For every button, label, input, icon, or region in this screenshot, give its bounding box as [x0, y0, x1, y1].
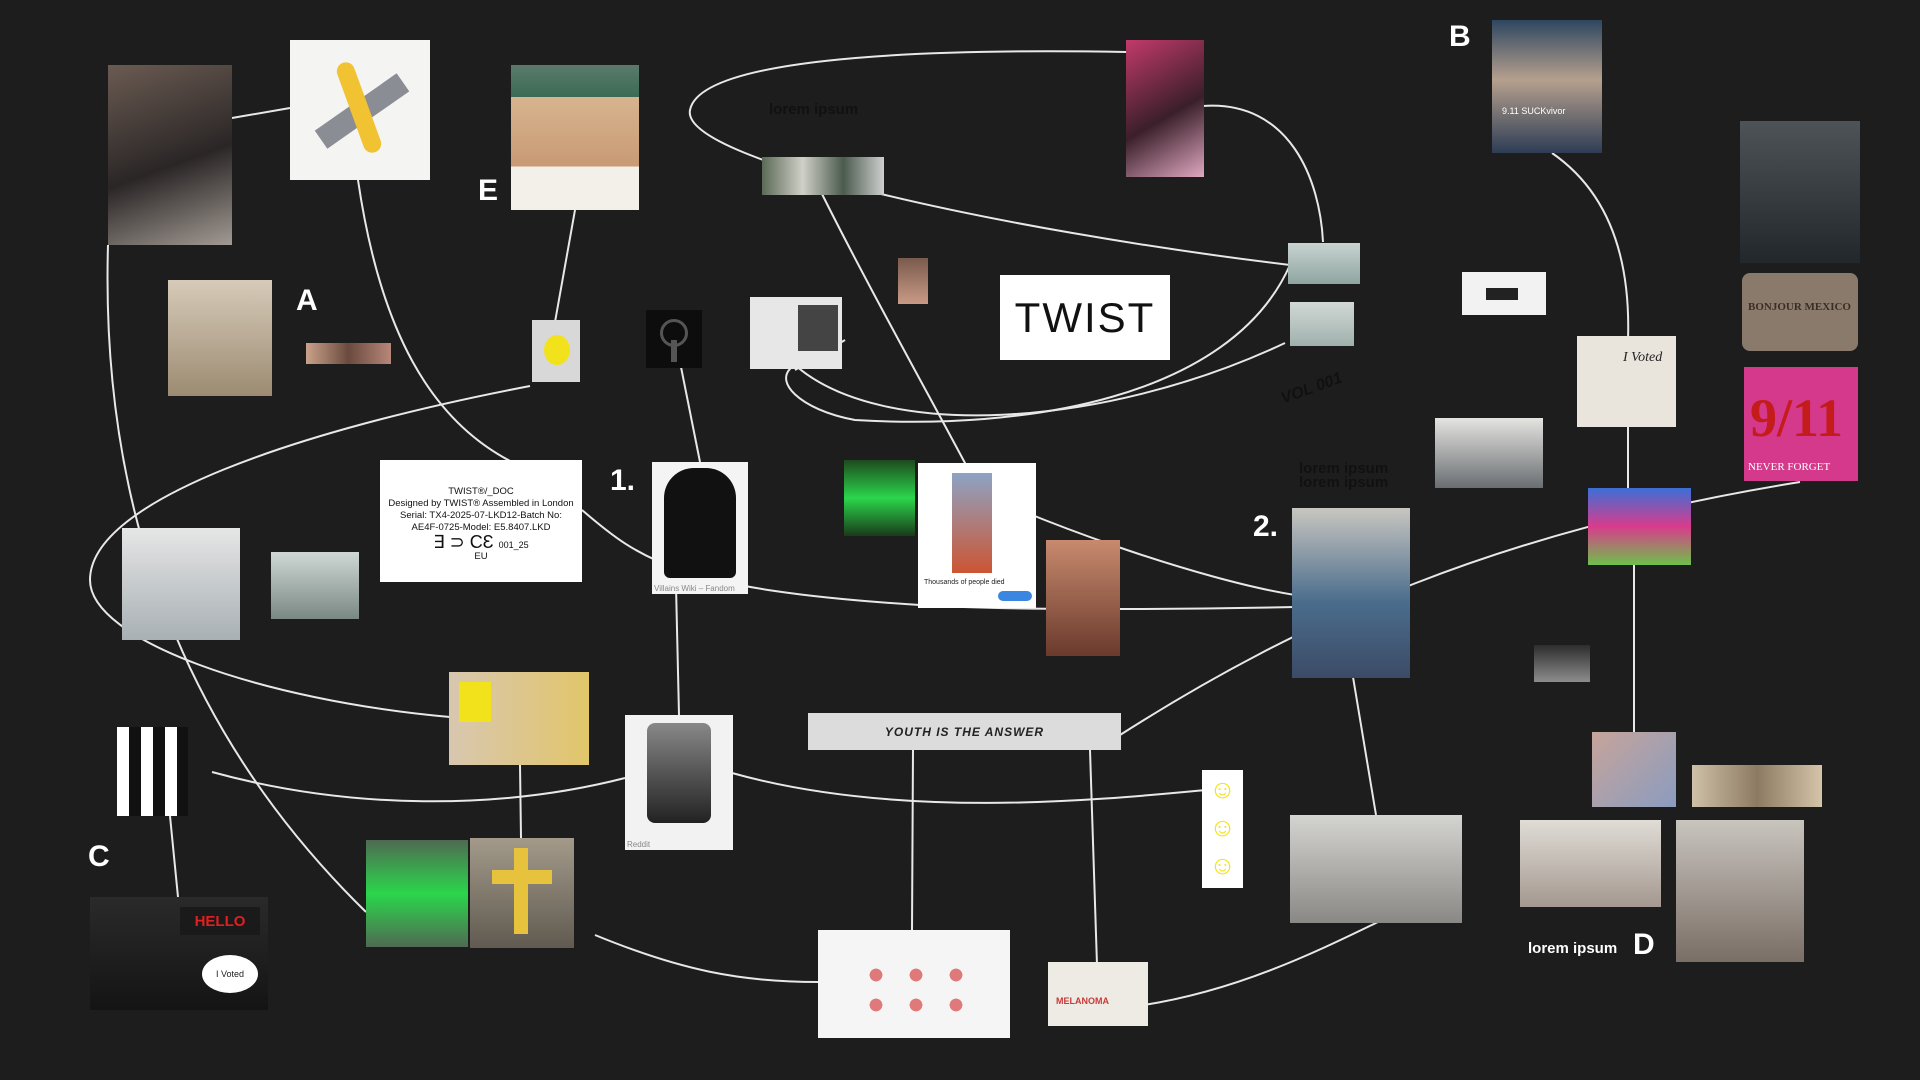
connector-line	[731, 772, 1207, 804]
connector-line	[594, 934, 819, 983]
twist-doc-label[interactable]: TWIST®/_DOC Designed by TWIST® Assembled…	[380, 460, 582, 582]
info-icon-tile[interactable]	[646, 310, 702, 368]
pixel-question-tile[interactable]	[117, 727, 188, 816]
street-strip-image[interactable]	[762, 157, 884, 195]
connector-line	[357, 179, 513, 463]
villains-caption: Villains Wiki – Fandom	[654, 584, 735, 593]
survivor-portrait-image[interactable]: 9.11 SUCKvivor	[1492, 20, 1602, 153]
connector-line	[675, 585, 680, 716]
youth-is-the-answer-banner[interactable]: YOUTH IS THE ANSWER	[808, 713, 1121, 750]
room-image-bottom[interactable]	[1290, 302, 1354, 346]
pink-meat-display-image[interactable]	[818, 930, 1010, 1038]
label-b: B	[1449, 20, 1471, 53]
device-thumbnail[interactable]	[1462, 272, 1546, 315]
lorem-ipsum-top: lorem ipsum	[769, 101, 859, 118]
station-person-image[interactable]	[1292, 508, 1410, 678]
survivor-caption: 9.11 SUCKvivor	[1502, 106, 1566, 116]
connector-line	[1202, 104, 1324, 243]
connector-line	[211, 771, 626, 803]
figure-chairs-image[interactable]	[168, 280, 272, 396]
lorem-ipsum-bottom: lorem ipsum	[1528, 940, 1618, 957]
ring-hand-image[interactable]	[1046, 540, 1120, 656]
floor-cross-image[interactable]	[470, 838, 574, 948]
melanoma-tee-image[interactable]: MELANOMA	[1048, 962, 1148, 1026]
connector-line	[1089, 749, 1098, 966]
yellow-face-portrait[interactable]	[532, 320, 580, 382]
magazine-spread-image[interactable]	[750, 297, 842, 369]
bonjour-mexico-sticker[interactable]: BONJOUR MEXICO	[1742, 273, 1858, 351]
twist-logo[interactable]: TWIST	[1000, 275, 1170, 360]
label-a: A	[296, 284, 318, 317]
editor-screenshot-back[interactable]	[1290, 815, 1462, 923]
label-2: 2.	[1253, 510, 1279, 543]
tower-message-screenshot[interactable]: Thousands of people died	[918, 463, 1036, 608]
label-e: E	[478, 174, 499, 207]
cartoon-scene-image[interactable]	[1588, 488, 1691, 565]
connector-line	[911, 749, 914, 931]
bills-tub-image[interactable]	[1676, 820, 1804, 962]
smiley-strip[interactable]: ☺ ☺ ☺	[1202, 770, 1243, 888]
banana-tape-image[interactable]	[290, 40, 430, 180]
reddit-caption: Reddit	[627, 840, 651, 849]
cash-heap-image[interactable]	[1592, 732, 1676, 807]
portrait-cap-image[interactable]	[511, 65, 639, 210]
villain-character-image[interactable]: Villains Wiki – Fandom	[652, 462, 748, 594]
neon-crosses-image[interactable]	[366, 840, 468, 947]
pink-sculpture-image[interactable]	[1126, 40, 1204, 177]
connector-line	[169, 815, 179, 898]
label-c: C	[88, 840, 110, 873]
connector-line	[519, 764, 522, 839]
never-forget-image[interactable]: 9/11 NEVER FORGET	[1744, 367, 1858, 481]
connector-line	[1352, 676, 1377, 816]
passport-id-image[interactable]	[449, 672, 589, 765]
lorem-ipsum-mid-1: lorem ipsum	[1299, 460, 1389, 477]
hatch-figure-image[interactable]	[1740, 121, 1860, 263]
taped-figure-image[interactable]	[122, 528, 240, 640]
subway-scene-image[interactable]	[1435, 418, 1543, 488]
room-image-top[interactable]	[1288, 243, 1360, 284]
green-crosses-image[interactable]	[844, 460, 915, 536]
vol-text: VOL 001	[1278, 369, 1345, 408]
label-1: 1.	[610, 464, 636, 497]
framed-room-image[interactable]	[271, 552, 359, 619]
lorem-ipsum-mid-2: lorem ipsum	[1299, 474, 1389, 491]
leather-jacket-badges-image[interactable]: HELLO I Voted	[90, 897, 268, 1010]
editor-screenshot-figure[interactable]	[1520, 820, 1661, 907]
connector-line	[1143, 921, 1379, 1006]
small-portrait-image[interactable]	[898, 258, 928, 304]
i-voted-stickers-image[interactable]: I Voted	[1577, 336, 1676, 427]
body-collage-image[interactable]	[108, 65, 232, 245]
connector-line	[1551, 152, 1630, 341]
white-warrior-image[interactable]: Reddit	[625, 715, 733, 850]
label-d: D	[1633, 928, 1655, 961]
small-room-thumbnail[interactable]	[1534, 645, 1590, 682]
connector-line	[231, 107, 291, 119]
strip-thumbnail[interactable]	[306, 343, 391, 364]
connector-line	[1119, 481, 1801, 736]
connector-line	[554, 209, 576, 323]
money-stack-image[interactable]	[1692, 765, 1822, 807]
